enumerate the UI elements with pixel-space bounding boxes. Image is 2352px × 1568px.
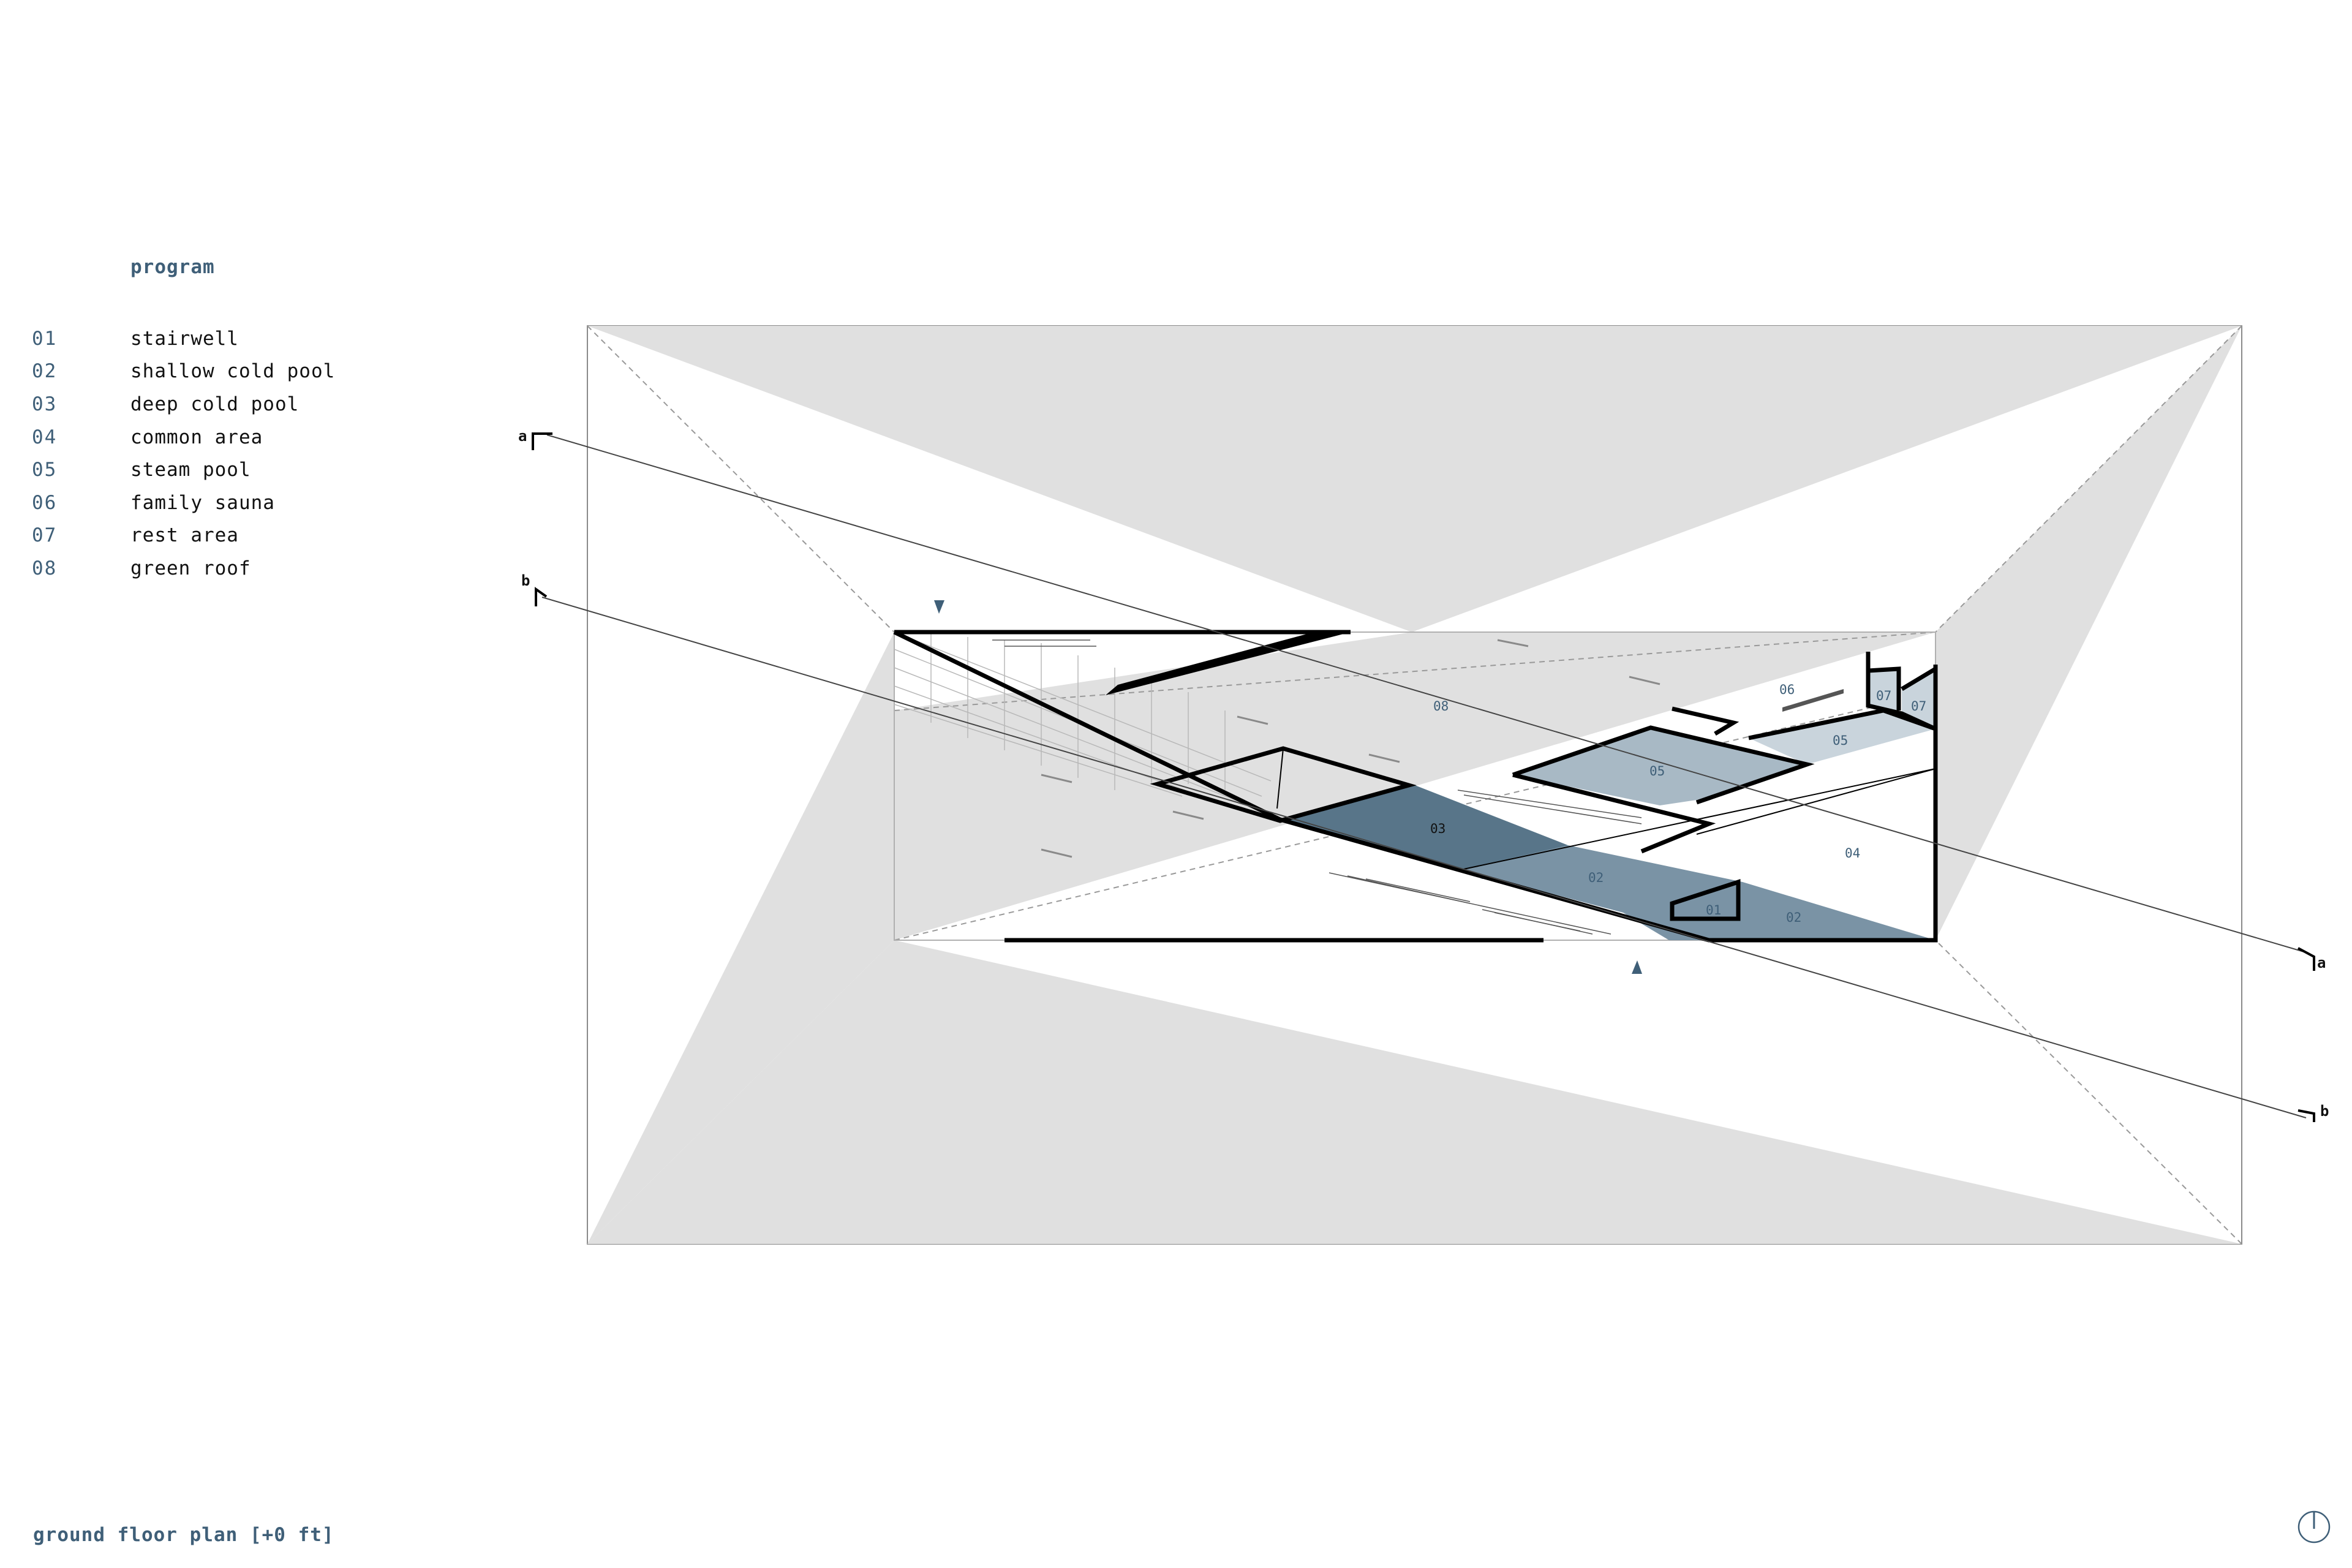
steam-pool-secondary	[1749, 710, 1936, 764]
roof-surface-right	[1936, 326, 2242, 940]
legend-item-number: 01	[32, 327, 58, 350]
deep-cold-pool	[1280, 784, 1568, 879]
legend-item-label: green roof	[130, 557, 251, 579]
section-a-left-label: a	[518, 428, 527, 445]
section-a-right-label: a	[2317, 954, 2326, 971]
legend-item: 03 deep cold pool	[32, 388, 335, 421]
north-arrow-icon	[2297, 1510, 2331, 1544]
legend-item-label: steam pool	[130, 459, 251, 481]
room-label-02: 02	[1786, 910, 1801, 925]
plan-title: ground floor plan [+0 ft]	[33, 1524, 334, 1546]
legend-item-label: common area	[130, 426, 263, 448]
shallow-cold-pool-upper	[1461, 845, 1743, 919]
triangle-icon	[934, 600, 944, 614]
shallow-cold-pool-lower	[1623, 882, 1936, 940]
legend-item-number: 07	[32, 524, 58, 547]
legend-item: 04 common area	[32, 421, 335, 454]
legend-item-label: deep cold pool	[130, 393, 300, 415]
steam-pool-main	[1513, 728, 1807, 805]
program-legend: 01 stairwell 02 shallow cold pool 03 dee…	[32, 322, 335, 585]
legend-item: 02 shallow cold pool	[32, 355, 335, 388]
room-label-02: 02	[1588, 870, 1604, 885]
section-cut-markers	[532, 432, 2315, 1122]
section-b-right-label: b	[2320, 1102, 2329, 1120]
legend-item-number: 06	[32, 491, 58, 514]
legend-item-label: stairwell	[130, 327, 239, 350]
room-label-03: 03	[1430, 821, 1446, 836]
legend-item: 07 rest area	[32, 519, 335, 552]
legend-item-number: 08	[32, 557, 58, 579]
triangle-icon	[1632, 960, 1642, 974]
section-lines	[541, 434, 2307, 1118]
legend-item: 08 green roof	[32, 552, 335, 585]
room-label-05: 05	[1649, 764, 1665, 778]
legend-item-label: family sauna	[130, 491, 275, 514]
rest-area-left	[1868, 669, 1899, 710]
black-wall-segment	[1106, 632, 1351, 695]
room-label-05: 05	[1833, 733, 1848, 748]
legend-item-number: 05	[32, 459, 58, 481]
legend-item-number: 04	[32, 426, 58, 448]
thin-wall-lines	[1276, 748, 1936, 870]
room-label-07: 07	[1911, 699, 1926, 714]
legend-item: 05 steam pool	[32, 453, 335, 486]
legend-item-label: shallow cold pool	[130, 360, 336, 383]
roof-surface-bottom	[587, 940, 2242, 1244]
legend-item-number: 02	[32, 360, 58, 383]
legend-title: program	[130, 256, 215, 278]
legend-item: 06 family sauna	[32, 486, 335, 519]
legend-item-number: 03	[32, 393, 58, 415]
sauna-bench	[1782, 689, 1844, 712]
room-label-08: 08	[1433, 699, 1449, 714]
roof-surface-top	[587, 326, 2242, 632]
legend-item: 01 stairwell	[32, 322, 335, 355]
section-b-left-label: b	[521, 572, 530, 589]
room-label-01: 01	[1706, 903, 1721, 918]
roof-surface-left	[587, 632, 894, 1244]
room-label-06: 06	[1779, 682, 1795, 697]
room-label-04: 04	[1845, 846, 1860, 861]
pool-steps	[992, 639, 1642, 935]
roof-dashes	[1041, 639, 1660, 858]
walls	[893, 630, 1938, 943]
rest-area-right	[1902, 669, 1936, 729]
room-label-07: 07	[1876, 688, 1891, 703]
legend-item-label: rest area	[130, 524, 239, 547]
